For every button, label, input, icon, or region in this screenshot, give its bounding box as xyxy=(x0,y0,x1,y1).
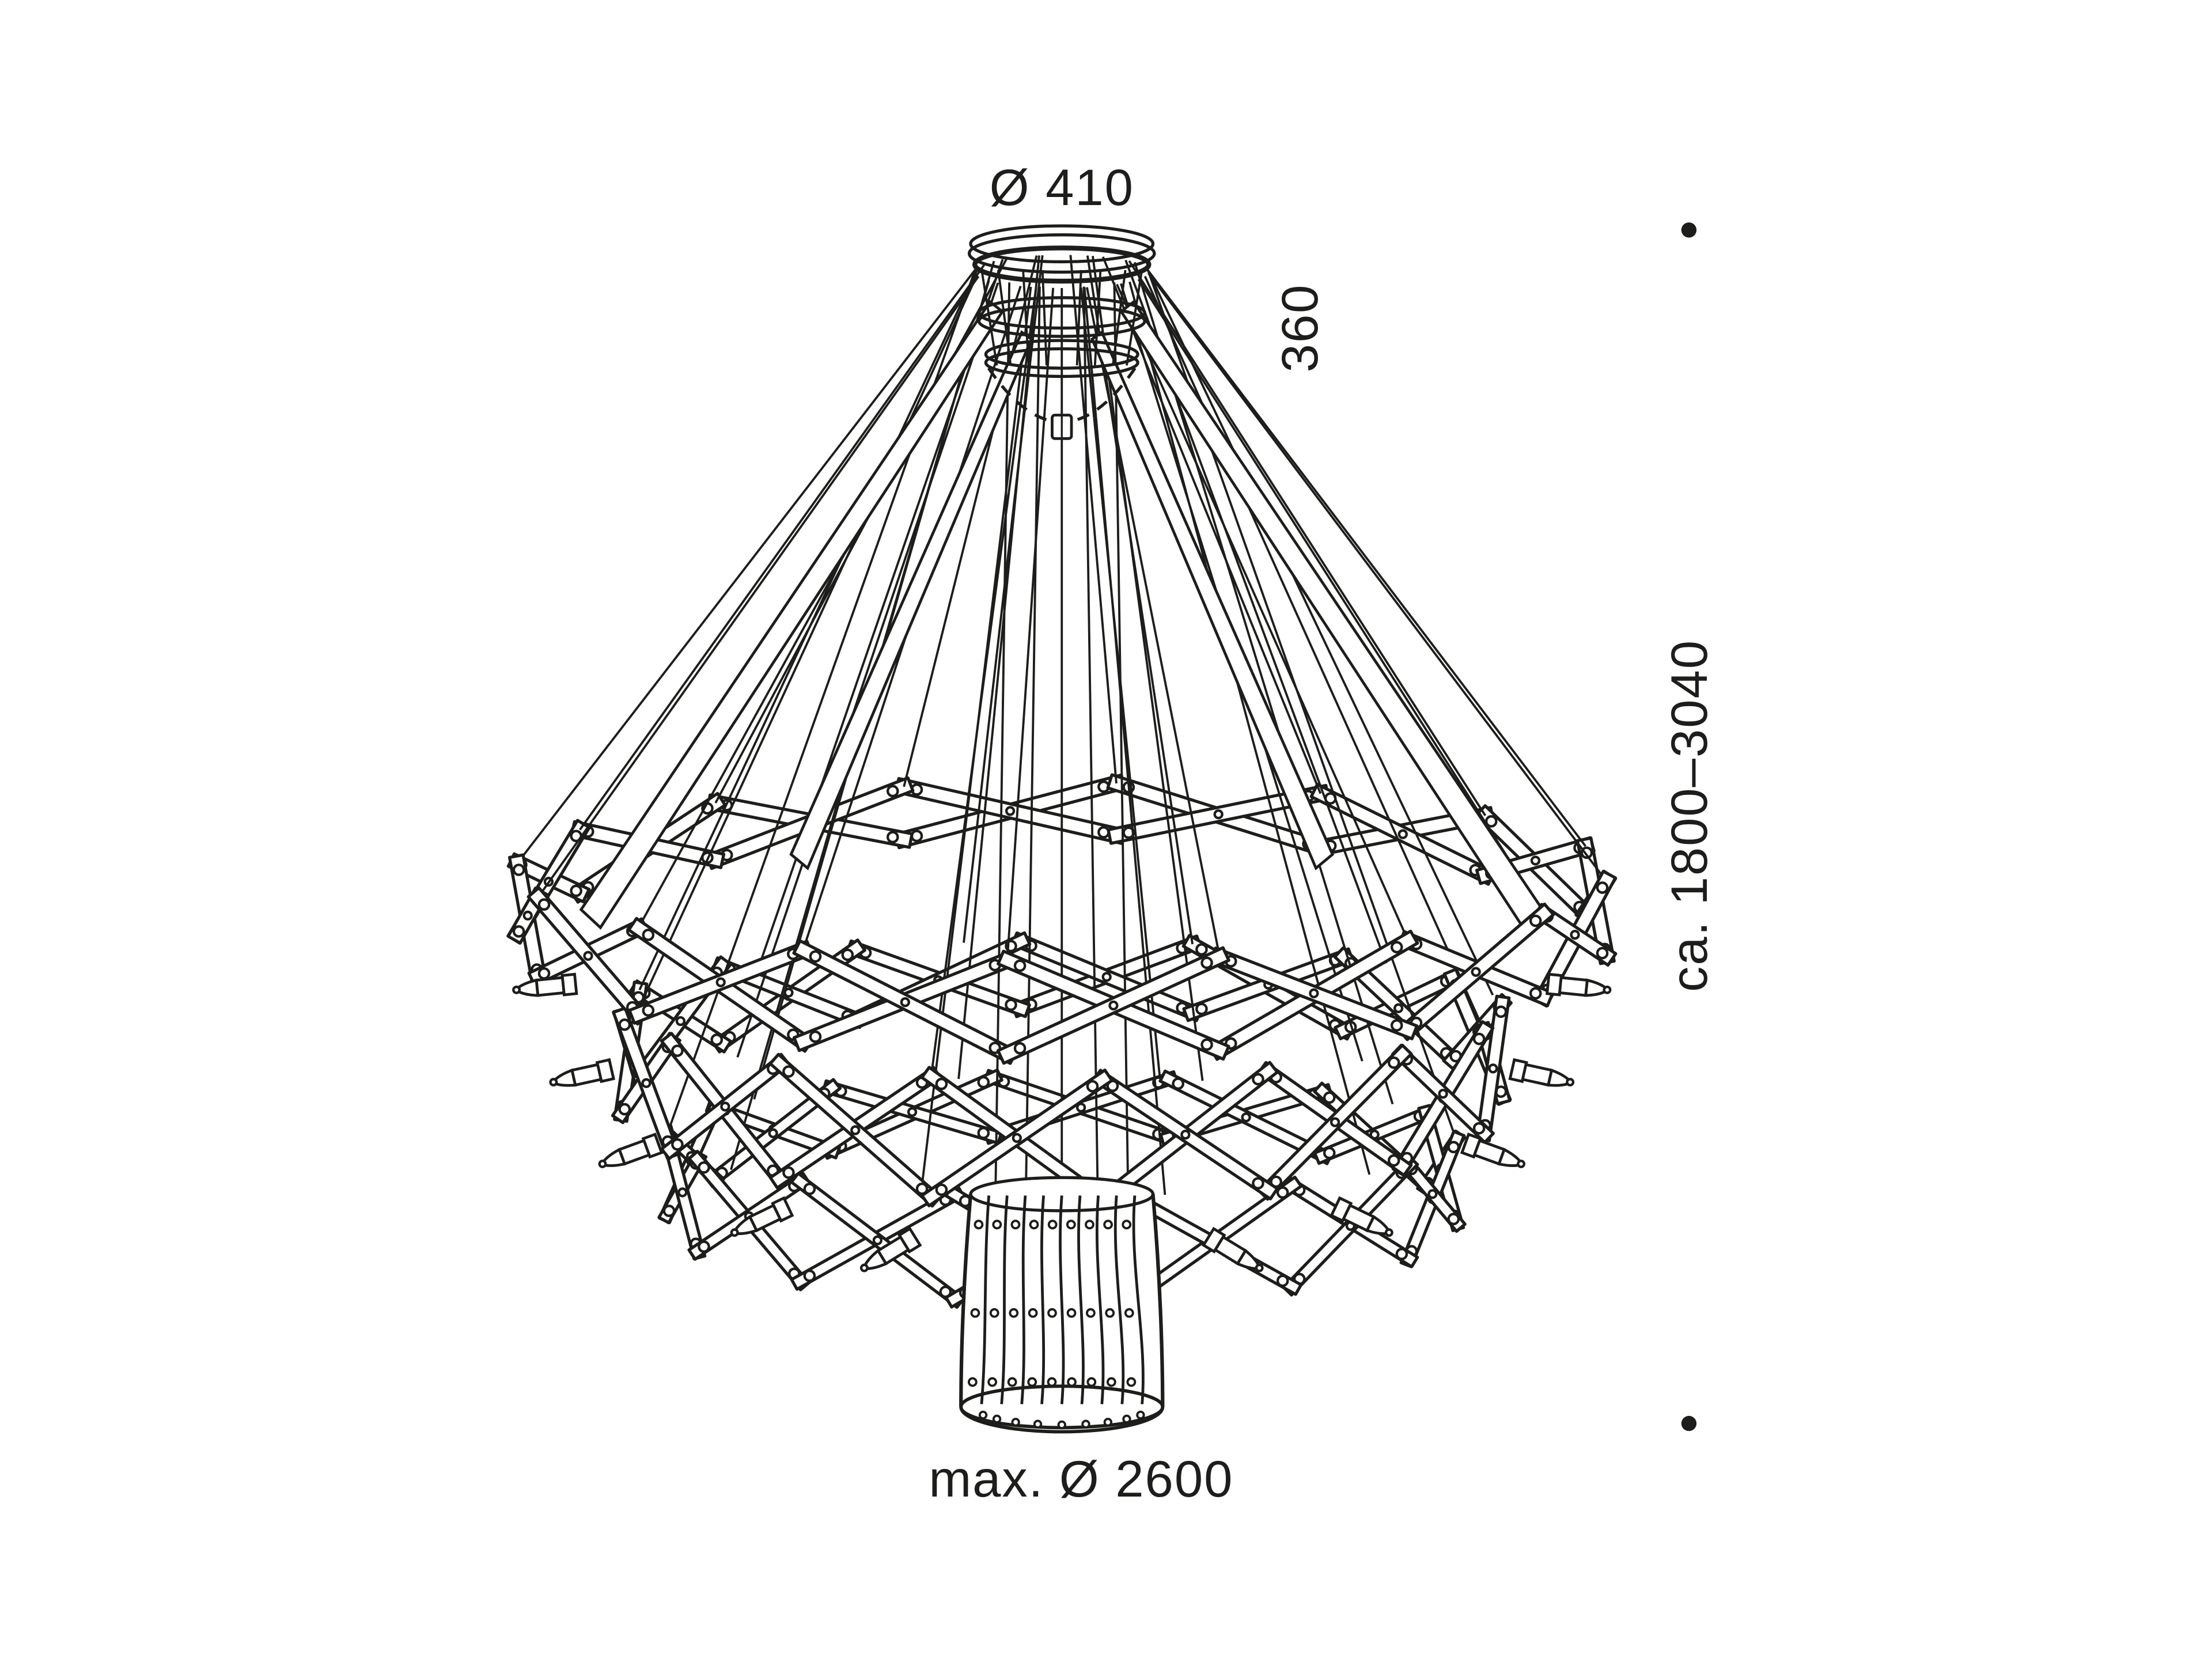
lattice-front xyxy=(506,853,1618,1311)
margin-markers xyxy=(1681,222,1697,1431)
label-max-diameter: max. Ø 2600 xyxy=(929,1450,1233,1508)
suspension-cables xyxy=(516,255,1607,1195)
ceiling-canopy xyxy=(967,224,1156,440)
label-canopy-height: 360 xyxy=(1271,284,1328,373)
bullet-dot-bottom xyxy=(1681,1415,1697,1431)
label-suspension-range: ca. 1800–3040 xyxy=(1661,639,1718,992)
chandelier-line-art xyxy=(506,224,1618,1434)
chandelier-dimension-drawing: Ø 410 360 ca. 1800–3040 max. Ø 2600 xyxy=(23,9,2189,1650)
bullet-dot-top xyxy=(1681,222,1697,238)
label-canopy-diameter: Ø 410 xyxy=(990,159,1134,216)
lamp-sockets xyxy=(512,972,1612,1272)
diffuser-cylinder xyxy=(959,1176,1165,1434)
technical-drawing-canvas: Ø 410 360 ca. 1800–3040 max. Ø 2600 xyxy=(506,159,1718,1508)
dimension-labels: Ø 410 360 ca. 1800–3040 max. Ø 2600 xyxy=(929,159,1718,1508)
